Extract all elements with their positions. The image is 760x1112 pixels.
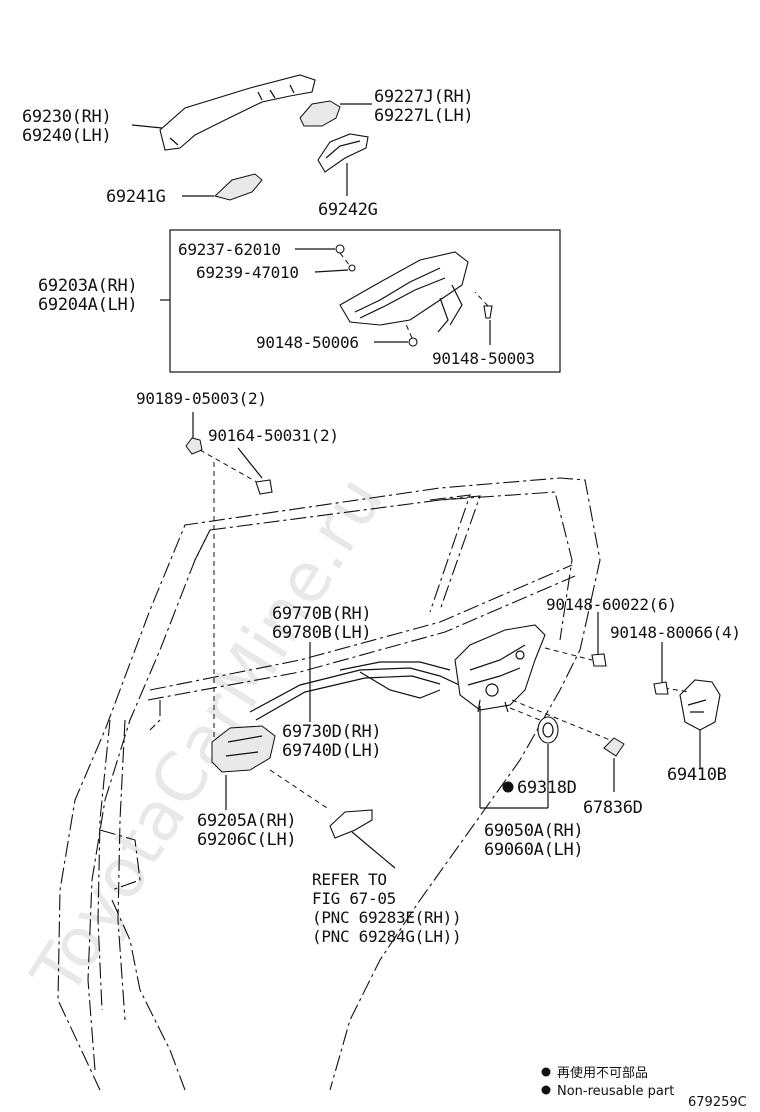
- grommet-67836: [603, 737, 625, 757]
- outside-handle: [159, 74, 316, 151]
- part-label-69410B: 69410B: [667, 765, 727, 785]
- part-label-69050A: 69050A(RH)69060A(LH): [484, 821, 583, 860]
- part-label-90148-50006: 90148-50006: [256, 333, 359, 352]
- cables: [249, 661, 471, 721]
- inside-handle: [211, 725, 276, 773]
- figure-code: 679259C: [688, 1095, 747, 1110]
- frame-assembly-box: [169, 229, 561, 373]
- part-label-69237: 69237-62010: [178, 240, 281, 259]
- handle-cap-rh: [299, 100, 341, 127]
- part-label-90189: 90189-05003(2): [136, 389, 267, 408]
- part-label-69730D: 69730D(RH)69740D(LH): [282, 722, 381, 761]
- bolt-90148-80066: [653, 681, 669, 695]
- part-label-69241G: 69241G: [106, 187, 166, 207]
- door-outline: [57, 477, 601, 1091]
- part-label-67836D: 67836D: [583, 798, 643, 818]
- legend-chinese: 再使用不可部品: [557, 1065, 648, 1081]
- part-label-69227: 69227J(RH)69227L(LH): [374, 87, 473, 126]
- part-label-69770B: 69770B(RH)69780B(LH): [272, 604, 371, 643]
- legend: 再使用不可部品 Non-reusable part: [541, 1065, 674, 1099]
- handle-cover: [329, 809, 373, 839]
- part-label-69318D: 69318D: [517, 778, 577, 798]
- part-label-90148-50003: 90148-50003: [432, 349, 535, 368]
- o-ring-69318: [537, 716, 559, 744]
- frame-assembly: [335, 244, 493, 347]
- striker-69410: [679, 679, 721, 731]
- bolt-90148-60022: [591, 653, 607, 667]
- handle-gasket: [214, 173, 263, 201]
- part-label-90148-60022: 90148-60022(6): [546, 595, 677, 614]
- part-label-90148-80066: 90148-80066(4): [610, 623, 741, 642]
- part-label-90164: 90164-50031(2): [208, 426, 339, 445]
- legend-bullet-cn: [541, 1067, 551, 1077]
- part-label-69205A: 69205A(RH)69206C(LH): [197, 811, 296, 850]
- handle-pad: [317, 133, 369, 173]
- part-label-69230: 69230(RH)69240(LH): [22, 107, 111, 146]
- non-reusable-marker: [502, 781, 514, 793]
- part-label-69203A: 69203A(RH)69204A(LH): [38, 276, 137, 315]
- door-lock-assembly: [454, 624, 546, 713]
- part-label-69242G: 69242G: [318, 200, 378, 220]
- legend-english: Non-reusable part: [557, 1084, 674, 1099]
- clip-90189: [185, 437, 203, 455]
- part-label-69239: 69239-47010: [196, 263, 299, 282]
- screw-90164: [255, 479, 273, 495]
- legend-bullet-en: [541, 1085, 551, 1095]
